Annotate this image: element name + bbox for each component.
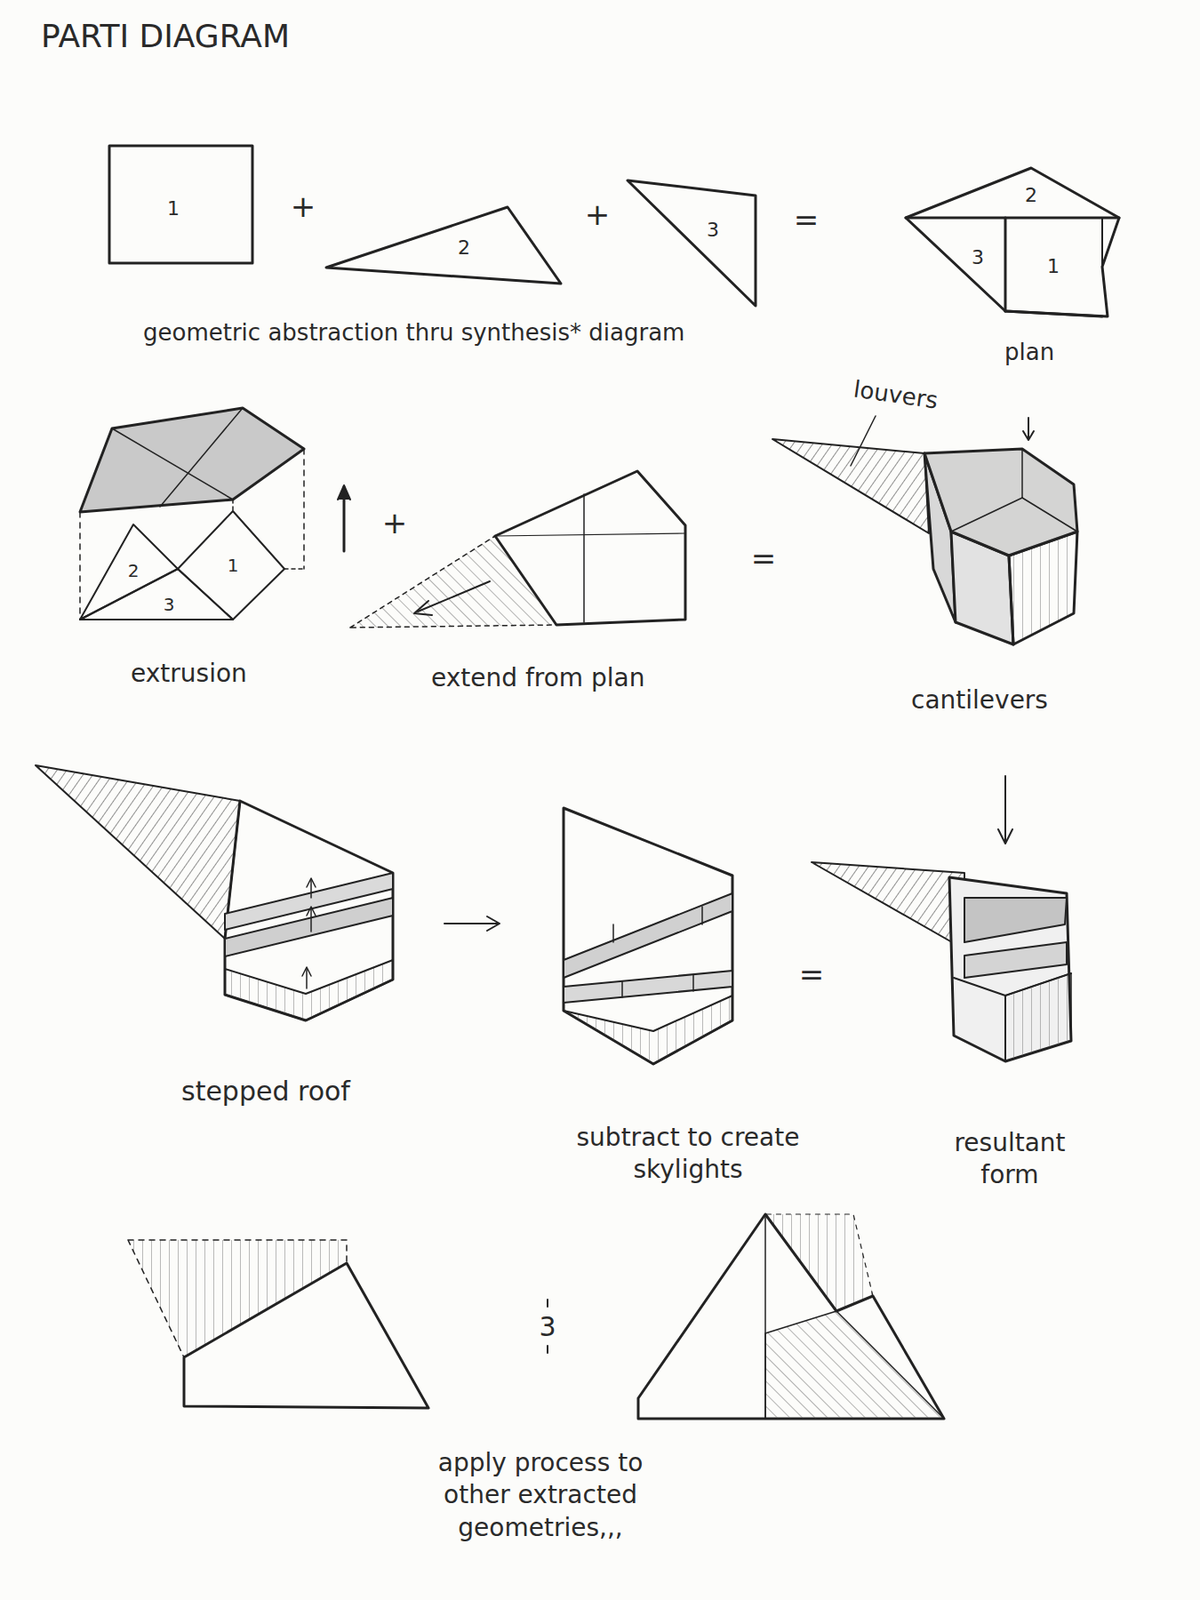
- triangle-shape: 3: [627, 180, 756, 306]
- shape-outline: [627, 180, 756, 306]
- equals-sign: =: [799, 954, 825, 994]
- step-caption: geometric abstraction thru synthesis* di…: [143, 318, 685, 349]
- shape-outline: [109, 145, 253, 264]
- step-caption: extrusion: [130, 657, 248, 690]
- diagram-title: PARTI DIAGRAM: [40, 16, 290, 58]
- shape-number: 1: [167, 197, 180, 220]
- shape-number: 2: [457, 236, 471, 259]
- equals-sign: =: [793, 200, 820, 240]
- region-number: 1: [227, 553, 240, 577]
- step-caption: subtract to create skylights: [568, 1121, 808, 1187]
- plus-sign: +: [584, 194, 611, 234]
- callout-label: louvers: [851, 375, 940, 417]
- symbol-mark: 3: [538, 1309, 556, 1344]
- region-number: 2: [128, 559, 140, 583]
- plus-sign: +: [290, 186, 317, 226]
- region-number: 3: [163, 592, 176, 616]
- plus-sign: +: [382, 503, 408, 543]
- step-caption: stepped roof: [181, 1073, 351, 1109]
- region-number: 2: [1024, 183, 1038, 209]
- step-caption: extend from plan: [431, 662, 645, 695]
- shape-outline: [326, 207, 561, 284]
- region-number: 1: [1047, 254, 1060, 280]
- shape-number: 3: [706, 218, 720, 241]
- region-number: 3: [971, 245, 984, 272]
- step-caption: resultant form: [929, 1127, 1090, 1192]
- square-shape: 1: [109, 145, 253, 264]
- equals-sign: =: [751, 538, 777, 578]
- closing-note: apply process to other extracted geometr…: [407, 1447, 674, 1544]
- step-caption: cantilevers: [911, 684, 1048, 717]
- triangle-shape: 2: [326, 207, 561, 284]
- step-caption: plan: [1004, 337, 1055, 368]
